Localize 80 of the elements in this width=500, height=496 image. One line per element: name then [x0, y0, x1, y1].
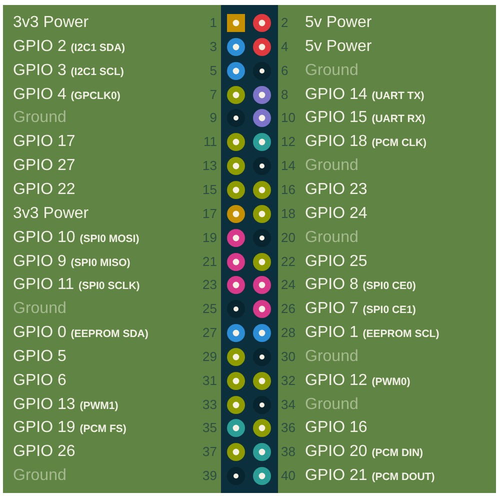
pin-icon — [253, 86, 271, 104]
pin-label: 5v Power — [305, 36, 372, 57]
pin-label: GPIO 16 — [305, 418, 368, 438]
pin-icon — [253, 396, 271, 414]
pin-icon — [227, 467, 245, 486]
pin-label: GPIO 6 — [13, 370, 66, 391]
pin-label: 5v Power — [305, 13, 372, 33]
pin-label: GPIO 17 — [13, 132, 76, 152]
pin-label: GPIO 21 (PCM DOUT) — [305, 466, 435, 486]
pin-icon — [227, 180, 245, 199]
pin-icon — [253, 276, 271, 294]
pin-label: GPIO 26 — [13, 442, 76, 462]
pin-label: GPIO 24 — [305, 204, 368, 224]
pin-icon — [253, 180, 271, 199]
pin-label: Ground — [305, 60, 358, 81]
pin-icon — [227, 276, 245, 294]
pin-label: GPIO 25 — [305, 252, 368, 272]
pin-label: GPIO 18 (PCM CLK) — [305, 132, 427, 152]
pin-icon — [227, 86, 245, 104]
pin-label: 3v3 Power — [13, 13, 89, 33]
pin-label: Ground — [13, 108, 66, 128]
pin-label: GPIO 13 (PWM1) — [13, 394, 118, 415]
pin-label: GPIO 9 (SPI0 MISO) — [13, 252, 130, 272]
pin-icon — [227, 443, 245, 462]
pin-label: GPIO 3 (I2C1 SCL) — [13, 60, 124, 81]
pin-icon — [227, 324, 245, 342]
pin-icon — [253, 443, 271, 462]
pin-icon — [227, 252, 245, 270]
pin-label: GPIO 10 (SPI0 MOSI) — [13, 228, 140, 248]
pin-icon — [253, 348, 271, 366]
pin-label: Ground — [13, 299, 66, 320]
pin-icon — [253, 133, 271, 152]
pin-label: GPIO 4 (GPCLK0) — [13, 84, 120, 105]
pin-label: Ground — [305, 228, 358, 248]
pin-icon — [227, 14, 245, 32]
pin-icon — [253, 14, 271, 32]
pin-icon — [253, 467, 271, 486]
pin-label: GPIO 8 (SPI0 CE0) — [305, 275, 416, 296]
pin-icon — [253, 419, 271, 438]
pin-label: GPIO 7 (SPI0 CE1) — [305, 299, 416, 320]
pin-icon — [227, 228, 245, 247]
pin-label: GPIO 12 (PWM0) — [305, 370, 410, 391]
pin-icon — [253, 252, 271, 270]
pin-icon — [253, 109, 271, 128]
pin-label: Ground — [305, 346, 358, 367]
pin-icon — [253, 204, 271, 223]
pin-icon — [227, 300, 245, 318]
pin-icon — [227, 204, 245, 223]
pin-label: GPIO 11 (SPI0 SCLK) — [13, 275, 140, 296]
pin-label: GPIO 1 (EEPROM SCL) — [305, 323, 440, 344]
pin-icon — [227, 348, 245, 366]
pin-icon — [227, 62, 245, 80]
pin-label: GPIO 27 — [13, 156, 76, 176]
pin-label: GPIO 2 (I2C1 SDA) — [13, 36, 126, 57]
pin-label: GPIO 0 (EEPROM SDA) — [13, 323, 148, 344]
pin-icon — [227, 396, 245, 414]
pin-label: 3v3 Power — [13, 204, 89, 224]
pin-icon — [253, 372, 271, 390]
pin-icon — [227, 38, 245, 56]
pin-label: GPIO 22 — [13, 180, 76, 200]
pin-label: Ground — [13, 466, 66, 486]
pin-icon — [253, 300, 271, 318]
pin-icon — [227, 133, 245, 152]
pin-icon — [253, 228, 271, 247]
pin-icon — [227, 419, 245, 438]
pin-label: Ground — [305, 156, 358, 176]
pin-label: GPIO 15 (UART RX) — [305, 108, 426, 128]
pin-label: GPIO 23 — [305, 180, 368, 200]
pin-label: GPIO 5 — [13, 346, 66, 367]
pin-icon — [253, 62, 271, 80]
pin-label: GPIO 14 (UART TX) — [305, 84, 424, 105]
pin-icon — [227, 109, 245, 128]
pin-label: GPIO 19 (PCM FS) — [13, 418, 126, 438]
pin-icon — [227, 372, 245, 390]
pin-label: GPIO 20 (PCM DIN) — [305, 442, 424, 462]
pin-icon — [253, 38, 271, 56]
pin-label: Ground — [305, 394, 358, 415]
pin-icon — [253, 324, 271, 342]
pin-icon — [227, 157, 245, 176]
pin-icon — [253, 157, 271, 176]
